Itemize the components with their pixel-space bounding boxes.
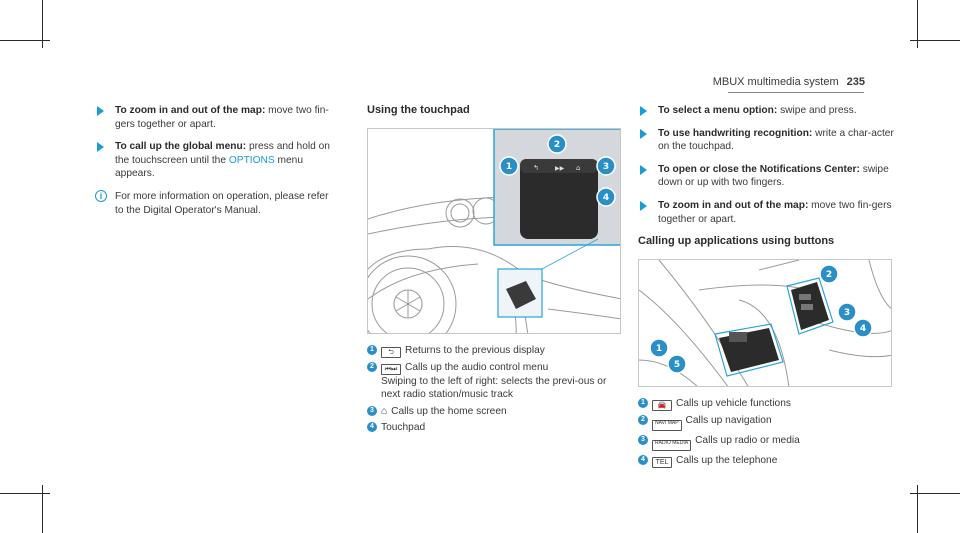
legend-text: Calls up the home screen: [391, 405, 507, 417]
callout-badge: 4: [367, 422, 377, 433]
callout-label: 2: [554, 140, 560, 150]
instruction-title: To zoom in and out of the map:: [115, 105, 266, 116]
touchpad-illustration: ↰ ▶▶ ⌂ 1 2 3 4: [367, 127, 621, 334]
crop-mark: [917, 485, 918, 533]
callout-badge: 2: [367, 361, 377, 372]
callout-label: 4: [860, 324, 866, 334]
instruction-title: To use handwriting recognition:: [658, 127, 813, 139]
back-arrow-icon: ⮌: [381, 346, 401, 358]
column-left: To zoom in and out of the map: move two …: [95, 104, 335, 217]
svg-text:▶▶: ▶▶: [555, 165, 565, 172]
options-menu-label: OPTIONS: [228, 154, 275, 166]
crop-mark: [0, 493, 50, 494]
bullet-arrow-icon: [640, 200, 647, 211]
svg-text:↰: ↰: [533, 164, 539, 172]
instruction-item: To zoom in and out of the map: move two …: [95, 104, 335, 131]
legend-item: 4 TEL Calls up the telephone: [638, 454, 896, 468]
instruction-title: To zoom in and out of the map:: [658, 199, 809, 211]
callout-label: 3: [844, 308, 850, 318]
info-note: i For more information on operation, ple…: [95, 189, 335, 217]
callout-badge: 1: [638, 397, 648, 408]
instruction-item: To select a menu option: swipe and press…: [638, 104, 896, 118]
instruction-item: To call up the global menu: press and ho…: [95, 140, 335, 181]
legend-text: Calls up radio or media: [695, 434, 800, 446]
bullet-arrow-icon: [97, 106, 104, 116]
legend-text: Touchpad: [381, 422, 426, 434]
legend-item: 1 🚘 Calls up vehicle functions: [638, 397, 896, 411]
instruction-text: move two fin-gers together or apart.: [115, 105, 329, 130]
callout-label: 3: [603, 162, 609, 172]
bullet-arrow-icon: [97, 142, 104, 153]
tel-key-icon: TEL: [652, 456, 672, 468]
instruction-text: press and hold on the touchscreen until …: [115, 141, 330, 166]
info-note-text: For more information on operation, pleas…: [115, 190, 329, 216]
legend-item: 4 Touchpad: [367, 421, 621, 435]
info-icon: i: [95, 189, 107, 202]
instruction-text: write a char-acter on the touchpad.: [658, 127, 894, 153]
legend-text: Calls up the audio control menu: [405, 361, 549, 373]
crop-mark: [917, 0, 918, 48]
bullet-arrow-icon: [640, 106, 647, 116]
instruction-text: swipe and press.: [777, 105, 857, 116]
page-number: 235: [846, 76, 865, 88]
instruction-title: To call up the global menu:: [115, 141, 247, 153]
page-header: MBUX multimedia system 235: [713, 76, 865, 88]
crop-mark: [910, 40, 960, 41]
crop-mark: [42, 485, 43, 533]
callout-label: 1: [656, 344, 662, 354]
legend-subtext: Swiping to the left of right: selects th…: [381, 375, 607, 401]
buttons-drawing: 1 2 3 4 5: [639, 259, 891, 386]
navi-map-key-icon: NAVI MAP: [652, 419, 682, 431]
bullet-arrow-icon: [640, 128, 647, 139]
callout-badge: 4: [638, 454, 648, 465]
instruction-title: To open or close the Notifications Cente…: [658, 163, 860, 175]
instruction-title: To select a menu option:: [658, 105, 778, 116]
svg-text:⌂: ⌂: [576, 164, 580, 172]
legend-text: Calls up vehicle functions: [676, 397, 791, 409]
section-heading: Using the touchpad: [367, 104, 470, 116]
buttons-illustration: 1 2 3 4 5: [638, 258, 892, 387]
callout-badge: 2: [638, 414, 648, 425]
radio-media-key-icon: RADIO MEDIA: [652, 439, 692, 451]
column-middle: Using the touchpad: [367, 104, 621, 438]
legend-text: Calls up the telephone: [676, 454, 778, 466]
section-heading: Calling up applications using buttons: [638, 235, 835, 248]
car-icon: 🚘: [652, 399, 672, 411]
header-title: MBUX multimedia system: [712, 76, 839, 88]
callout-label: 4: [603, 193, 609, 203]
skip-icon: ⏮⏭: [381, 363, 401, 375]
column-right: To select a menu option: swipe and press…: [638, 104, 896, 471]
crop-mark: [0, 40, 50, 41]
touchpad-drawing: ↰ ▶▶ ⌂ 1 2 3 4: [368, 128, 620, 333]
crop-mark: [42, 0, 43, 48]
instruction-text: move two fin-gers together or apart.: [658, 199, 892, 225]
instruction-item: To use handwriting recognition: write a …: [638, 127, 896, 154]
callout-label: 2: [826, 270, 832, 280]
header-rule: [728, 92, 864, 93]
instruction-text: menu appears.: [115, 154, 304, 180]
instruction-text: swipe down or up with two fingers.: [658, 163, 889, 189]
instruction-item: To open or close the Notifications Cente…: [638, 163, 896, 190]
crop-mark: [910, 493, 960, 494]
bullet-arrow-icon: [640, 164, 647, 175]
home-icon: ⌂: [381, 405, 388, 417]
callout-badge: 3: [367, 405, 377, 416]
legend-text: Returns to the previous display: [405, 344, 545, 356]
callout-label: 5: [674, 360, 680, 370]
callout-badge: 3: [638, 434, 648, 445]
legend-item: 1 ⮌ Returns to the previous display: [367, 344, 621, 358]
instruction-item: To zoom in and out of the map: move two …: [638, 199, 896, 226]
callout-badge: 1: [367, 344, 377, 355]
callout-label: 1: [506, 162, 512, 172]
legend-item: 2 ⏮⏭ Calls up the audio control menu Swip…: [367, 361, 621, 402]
legend-text: Calls up navigation: [685, 414, 772, 426]
legend-item: 3 ⌂Calls up the home screen: [367, 405, 621, 419]
